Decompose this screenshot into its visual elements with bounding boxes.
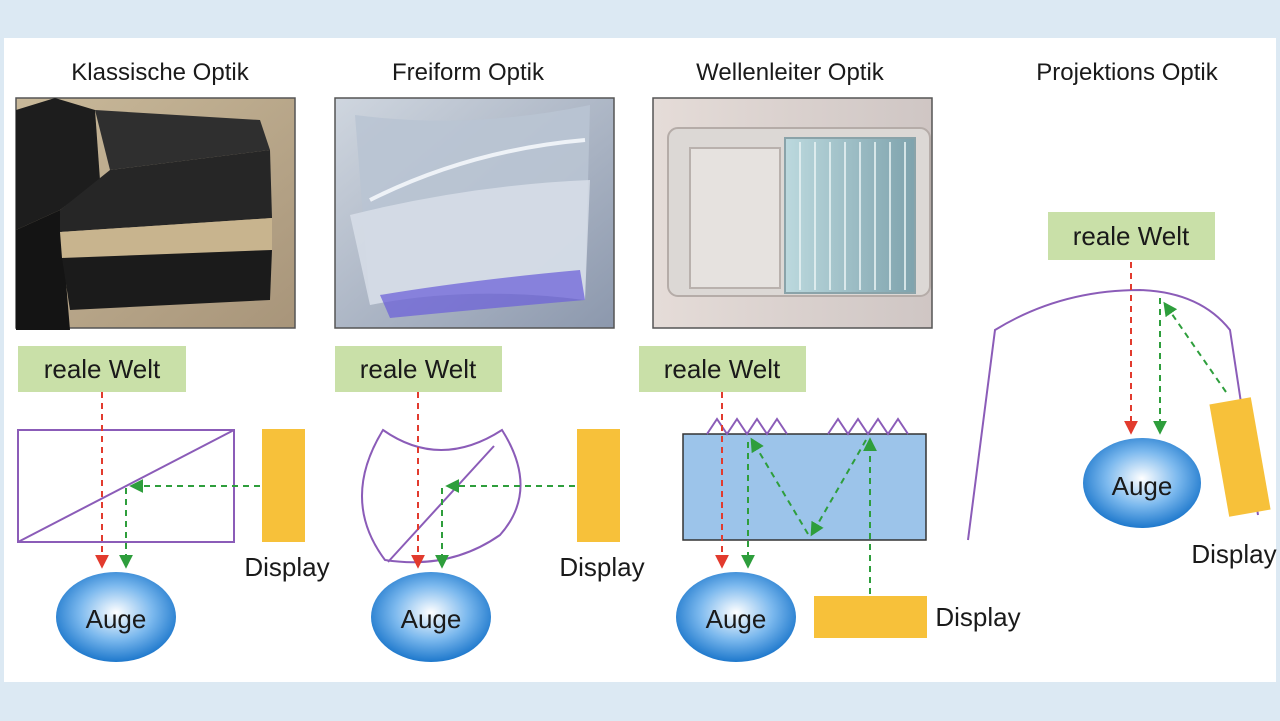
label-box	[639, 346, 806, 392]
eye-icon	[56, 572, 176, 662]
display-panel	[814, 596, 927, 638]
eye-label: Auge	[86, 604, 147, 634]
world-label: reale Welt	[44, 354, 161, 384]
eye-icon	[371, 572, 491, 662]
label-box	[1048, 212, 1215, 260]
display-label: Display	[1191, 539, 1276, 569]
display-label: Display	[559, 552, 644, 582]
grating-in	[706, 417, 788, 436]
title-projektions: Projektions Optik	[1036, 59, 1218, 86]
world-label: reale Welt	[360, 354, 477, 384]
visor-outline	[967, 288, 1259, 541]
display-panel	[1209, 397, 1271, 517]
diagram-waveguide: reale Welt Display Auge	[639, 346, 1021, 662]
display-label: Display	[244, 552, 329, 582]
photo-freeform-prism	[334, 97, 615, 329]
title-wellenleiter: Wellenleiter Optik	[696, 59, 885, 86]
world-label: reale Welt	[664, 354, 781, 384]
diagram-projection: reale Welt Display Auge	[967, 212, 1277, 569]
photo-classical-prism	[15, 97, 296, 330]
tir-arrow-2	[750, 437, 809, 535]
display-label: Display	[935, 602, 1020, 632]
beam-splitter	[17, 429, 235, 543]
eye-label: Auge	[401, 604, 462, 634]
diagram-freeform: reale Welt Display Auge	[335, 346, 645, 662]
world-label: reale Welt	[1073, 221, 1190, 251]
label-box	[18, 346, 186, 392]
eye-icon	[676, 572, 796, 662]
waveguide-slab	[682, 433, 927, 541]
display-light-arrow	[1163, 301, 1227, 393]
freeform-prism-outline	[361, 428, 522, 564]
title-freiform: Freiform Optik	[392, 59, 545, 86]
title-klassische: Klassische Optik	[71, 59, 249, 86]
display-panel	[577, 429, 620, 542]
tir-arrow-1	[810, 439, 867, 537]
eye-label: Auge	[1112, 471, 1173, 501]
photo-waveguide	[652, 97, 933, 329]
eye-label: Auge	[706, 604, 767, 634]
grating-out	[827, 417, 909, 436]
label-box	[335, 346, 502, 392]
diagram-classical: reale Welt Display Auge	[17, 346, 330, 662]
eye-icon	[1083, 438, 1201, 528]
display-panel	[262, 429, 305, 542]
